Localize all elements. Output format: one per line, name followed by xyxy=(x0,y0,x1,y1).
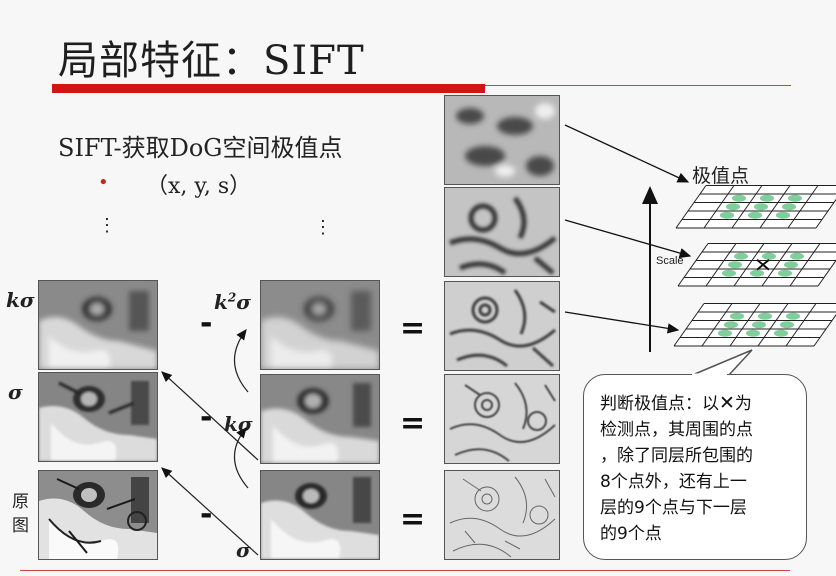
neighbor-point xyxy=(722,269,736,277)
ellipsis-left: ⋮ xyxy=(98,215,116,236)
neighbor-point xyxy=(754,203,768,211)
minus-sign-3: - xyxy=(200,497,213,532)
footer-divider xyxy=(20,570,790,571)
gaussian-image-k2-sigma xyxy=(260,280,380,370)
label-k2-sigma: k2σ xyxy=(214,290,251,314)
callout-line-1-a: 判断极值点：以 xyxy=(600,394,719,414)
label-mid-sigma: σ xyxy=(236,538,251,562)
equals-sign-3: = xyxy=(400,502,426,537)
scale-space-grids xyxy=(673,185,836,347)
neighbor-point xyxy=(724,321,738,329)
arrow-dog-to-top-grid xyxy=(564,124,690,183)
callout-text: 判断极值点：以✕为 检测点，其周围的点 ，除了同层所包围的 8个点外，还有上一 … xyxy=(600,390,800,547)
ellipsis-middle: ⋮ xyxy=(314,217,332,238)
callout-line-6: 的9个点 xyxy=(600,524,662,544)
neighbor-point xyxy=(784,261,798,269)
callout-box xyxy=(583,374,807,560)
neighbor-point xyxy=(718,329,732,337)
title-accent-bar xyxy=(52,84,485,93)
label-k-sigma: kσ xyxy=(6,288,35,312)
arrow-dog-to-bottom-grid xyxy=(564,311,680,334)
neighbor-point xyxy=(788,194,802,202)
callout-line-2: 检测点，其周围的点 xyxy=(600,420,753,440)
subtitle: SIFT-获取DoG空间极值点 xyxy=(58,134,343,162)
arrow-dog-to-middle-grid xyxy=(564,219,692,259)
label-sigma: σ xyxy=(8,380,23,404)
title-divider xyxy=(485,85,791,86)
label-k2-exponent: 2 xyxy=(227,290,237,305)
extrema-label: 极值点 xyxy=(692,165,750,187)
curved-arrow-1 xyxy=(233,329,249,393)
neighbor-point xyxy=(782,203,796,211)
neighbor-point xyxy=(786,312,800,320)
detection-point-x-icon xyxy=(756,258,770,271)
minus-sign-1: - xyxy=(200,306,213,341)
neighbor-point xyxy=(734,252,748,260)
gaussian-image-sigma xyxy=(38,372,158,462)
grid-bottom xyxy=(673,303,836,347)
dog-image-1 xyxy=(444,95,560,185)
neighbor-point xyxy=(760,194,774,202)
neighbor-point xyxy=(726,203,740,211)
x-mark-icon: ✕ xyxy=(719,392,735,414)
dog-image-5 xyxy=(444,470,560,560)
neighbor-point xyxy=(756,261,770,268)
label-k2-sigma-symbol: σ xyxy=(236,290,251,314)
minus-sign-2: - xyxy=(200,400,213,435)
equals-sign-1: = xyxy=(400,311,426,346)
scale-label: Scale xyxy=(656,255,684,267)
gaussian-image-mid-k-sigma xyxy=(260,374,380,464)
neighbor-point xyxy=(732,194,746,202)
slide-title: 局部特征：SIFT xyxy=(58,38,365,84)
neighbor-point xyxy=(758,312,772,320)
neighbor-point xyxy=(728,261,742,269)
neighbor-point xyxy=(774,329,788,337)
label-original-image: 原图 xyxy=(12,492,29,536)
gaussian-image-mid-sigma xyxy=(260,470,380,560)
callout-line-3: ，除了同层所包围的 xyxy=(600,446,753,466)
callout-line-4: 8个点外，还有上一 xyxy=(600,472,747,492)
neighbor-point xyxy=(778,269,792,277)
original-image xyxy=(38,470,158,560)
gaussian-image-k-sigma xyxy=(38,280,158,370)
equals-sign-2: = xyxy=(400,406,426,441)
neighbor-point xyxy=(750,269,764,277)
neighbor-point xyxy=(752,321,766,329)
neighbor-point xyxy=(746,329,760,337)
neighbor-point xyxy=(790,252,804,260)
callout-line-1: 判断极值点：以✕为 xyxy=(600,390,800,417)
dog-image-2 xyxy=(444,187,560,277)
neighbor-point xyxy=(780,321,794,329)
grid-middle xyxy=(677,243,836,287)
callout-line-5: 层的9个点与下一层 xyxy=(600,498,747,518)
bullet-marker: • xyxy=(98,172,109,193)
grid-top xyxy=(675,185,836,229)
label-mid-k-sigma: kσ xyxy=(224,412,253,436)
neighbor-point xyxy=(776,211,790,219)
bullet-text: （x, y, s） xyxy=(146,174,252,199)
label-k2-base: k xyxy=(214,290,228,314)
curved-arrow-2 xyxy=(233,427,249,489)
callout-line-1-b: 为 xyxy=(734,394,752,414)
neighbor-point xyxy=(748,211,762,219)
neighbor-point xyxy=(720,211,734,219)
neighbor-point xyxy=(730,312,744,320)
dog-image-3 xyxy=(444,281,560,371)
dog-image-4 xyxy=(444,374,560,464)
neighbor-point xyxy=(762,252,776,260)
